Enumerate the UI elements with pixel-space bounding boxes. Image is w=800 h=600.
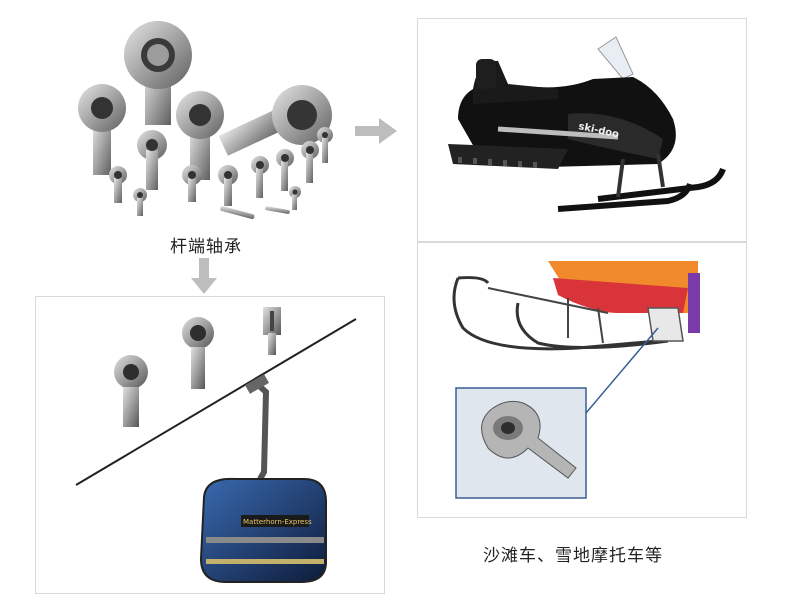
snowmobile-panel: ski-doo <box>417 18 747 242</box>
bearing-middle <box>176 91 224 180</box>
ski-outline-front <box>515 302 669 350</box>
bearing-eye-left <box>114 355 148 427</box>
suspension-illustration <box>452 261 700 499</box>
clevis-fork <box>263 307 281 355</box>
bearing-eye-middle <box>182 317 214 389</box>
arrow-down-icon <box>191 258 217 294</box>
bearing-cluster-image <box>60 10 360 225</box>
sled-body-red <box>553 278 688 313</box>
bearing-right-large <box>218 85 332 156</box>
snowmobile-illustration: ski-doo <box>448 36 726 212</box>
arrow-right-icon <box>355 118 397 144</box>
ski-outline-back <box>452 277 659 351</box>
suspension-detail-panel <box>417 242 747 518</box>
callout-line <box>585 327 659 414</box>
rod-end-callout <box>455 387 587 499</box>
gondola-panel: Matterhorn-Express <box>35 296 385 594</box>
bearing-large <box>124 21 192 125</box>
gondola-hanger <box>253 380 270 481</box>
rod-end-bearing-label: 杆端轴承 <box>170 237 242 257</box>
snowmobile-track <box>448 144 568 169</box>
gondola-illustration: Matterhorn-Express <box>75 307 357 583</box>
ski-front <box>597 167 726 202</box>
gondola-sign: Matterhorn-Express <box>243 518 312 526</box>
applications-label: 沙滩车、雪地摩托车等 <box>483 546 663 566</box>
ski-rear <box>557 182 693 212</box>
bearing-left <box>78 84 126 175</box>
cable-line <box>75 318 357 486</box>
gondola-cabin <box>199 477 327 583</box>
